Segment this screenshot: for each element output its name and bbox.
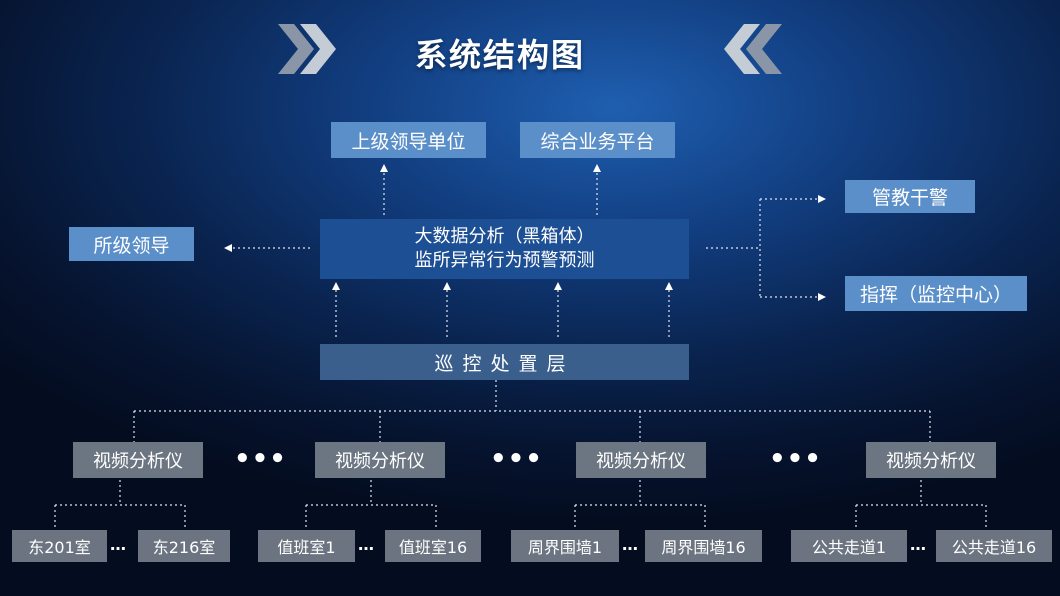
leaf-box: 东201室 <box>12 530 107 562</box>
video-analyzer-box: 视频分析仪 <box>315 442 445 478</box>
leaf-box: 值班室16 <box>385 530 481 562</box>
page-title: 系统结构图 <box>414 36 585 74</box>
leaf-box: 公共走道16 <box>936 530 1052 562</box>
chevron-left-icon <box>724 24 782 74</box>
superior-unit-box: 上级领导单位 <box>331 122 486 158</box>
leaf-ellipsis: … <box>622 535 638 554</box>
command-center-box: 指挥（监控中心） <box>845 276 1027 311</box>
business-platform-box: 综合业务平台 <box>520 122 675 158</box>
ellipsis-separator: ••• <box>490 444 543 474</box>
core-line-1: 大数据分析（黑箱体） <box>414 226 595 247</box>
ellipsis-separator: ••• <box>769 444 822 474</box>
core-line-2: 监所异常行为预警预测 <box>414 250 595 271</box>
leaf-box: 公共走道1 <box>791 530 907 562</box>
big-data-analysis-box: 大数据分析（黑箱体） 监所异常行为预警预测 <box>320 219 689 279</box>
leaf-box: 东216室 <box>138 530 230 562</box>
leaf-ellipsis: … <box>358 535 374 554</box>
patrol-control-layer-box: 巡控处置层 <box>320 344 689 380</box>
police-box: 管教干警 <box>845 180 975 213</box>
leaf-ellipsis: … <box>910 535 926 554</box>
leaf-box: 周界围墙1 <box>511 530 619 562</box>
chevron-right-icon <box>278 24 336 74</box>
leader-box: 所级领导 <box>69 227 194 261</box>
leaf-box: 值班室1 <box>258 530 355 562</box>
video-analyzer-box: 视频分析仪 <box>73 442 203 478</box>
video-analyzer-box: 视频分析仪 <box>866 442 996 478</box>
ellipsis-separator: ••• <box>234 444 287 474</box>
leaf-ellipsis: … <box>110 535 126 554</box>
video-analyzer-box: 视频分析仪 <box>576 442 706 478</box>
leaf-box: 周界围墙16 <box>645 530 762 562</box>
